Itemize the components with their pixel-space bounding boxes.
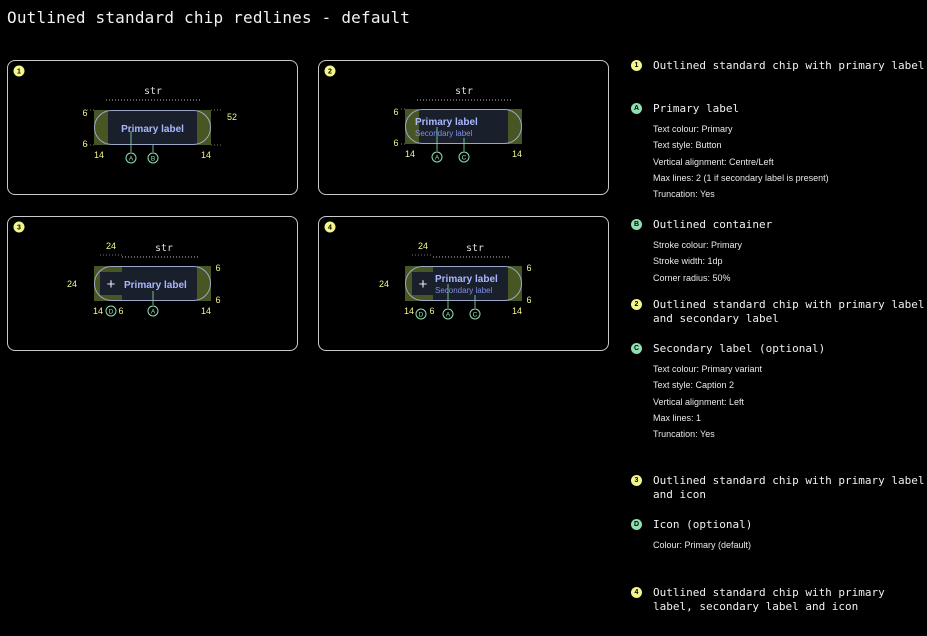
legend-spec-line: Max lines: 1 xyxy=(653,412,702,423)
panel-3: 3 24 str + Primary label 24 6 6 14 6 14 … xyxy=(7,216,298,351)
panel-4: 4 24 str + Primary label Secondary label… xyxy=(318,216,609,351)
margin-bottom: 6 xyxy=(526,295,531,305)
margin-left: 14 xyxy=(93,306,103,316)
legend-spec-line: Text colour: Primary xyxy=(653,124,733,134)
chip-redline-3: 3 24 str + Primary label 24 6 6 14 6 14 … xyxy=(13,221,221,317)
badge-1-dot xyxy=(13,65,25,77)
legend-heading: Primary label xyxy=(653,102,740,115)
legend-spec-line: Corner radius: 50% xyxy=(653,272,731,283)
chip-secondary-label: Secondary label xyxy=(415,129,473,138)
margin-top: 6 xyxy=(393,107,398,117)
callout-a: A xyxy=(435,155,440,162)
legend-spec-line: Max lines: 2 (1 if secondary label is pr… xyxy=(653,172,829,183)
margin-right: 14 xyxy=(512,306,522,316)
icon-size: 24 xyxy=(418,241,428,251)
icon-size: 24 xyxy=(106,241,116,251)
margin-top: 6 xyxy=(82,108,87,118)
legend-badge: C xyxy=(631,343,642,354)
str-label: str xyxy=(144,86,162,97)
plus-icon: + xyxy=(419,276,428,293)
margin-gap: 6 xyxy=(118,306,123,316)
margin-bottom: 6 xyxy=(215,295,220,305)
str-label: str xyxy=(155,243,173,254)
panel-1: 1 str Primary label 6 6 52 14 14 A B xyxy=(7,60,298,195)
legend-spec-line: Vertical alignment: Centre/Left xyxy=(653,156,774,167)
chip-primary-label: Primary label xyxy=(124,280,187,291)
margin-gap: 6 xyxy=(429,306,434,316)
chip-height: 52 xyxy=(227,112,237,122)
margin-top: 6 xyxy=(215,263,220,273)
page-title: Outlined standard chip redlines - defaul… xyxy=(7,8,411,27)
chip-container xyxy=(94,266,211,301)
legend-heading: Outlined standard chip with primary labe… xyxy=(653,474,925,487)
chip-primary-label: Primary label xyxy=(121,124,184,135)
legend-badge: 1 xyxy=(631,60,642,71)
callout-c: C xyxy=(462,155,467,162)
icon-left: 24 xyxy=(67,279,77,289)
legend-badge: 2 xyxy=(631,299,642,310)
legend-heading: Outlined standard chip with primary labe… xyxy=(653,59,925,72)
badge-3: 3 xyxy=(17,225,21,232)
legend-heading: Secondary label (optional) xyxy=(653,342,826,355)
legend-badge: A xyxy=(631,103,642,114)
chip-secondary-label: Secondary label xyxy=(435,286,493,295)
margin-right: 14 xyxy=(512,149,522,159)
badge-4: 4 xyxy=(328,225,332,232)
legend-heading: Icon (optional) xyxy=(653,518,753,531)
callout-d: D xyxy=(109,309,114,316)
icon-left: 24 xyxy=(379,279,389,289)
str-label: str xyxy=(466,243,484,254)
legend-spec-line: Truncation: Yes xyxy=(653,189,715,200)
chip-container xyxy=(405,109,522,144)
legend-badge: D xyxy=(631,519,642,530)
callout-d: D xyxy=(419,312,424,319)
legend-heading: and secondary label xyxy=(653,312,779,325)
legend-spec-line: Stroke width: 1dp xyxy=(653,256,723,267)
legend-spec-line: Text style: Button xyxy=(653,140,722,151)
legend-badge: B xyxy=(631,219,642,230)
legend-heading: and icon xyxy=(653,488,706,501)
panel-2: 2 str Primary label Secondary label 6 6 … xyxy=(318,60,609,195)
margin-left: 14 xyxy=(94,150,104,160)
chip-container xyxy=(94,110,211,145)
chip-primary-label: Primary label xyxy=(435,274,498,285)
callout-a: A xyxy=(151,309,156,316)
margin-top: 6 xyxy=(526,263,531,273)
callout-b: B xyxy=(151,156,155,163)
margin-right: 14 xyxy=(201,306,211,316)
callout-a: A xyxy=(129,156,134,163)
legend-heading: Outlined standard chip with primary labe… xyxy=(653,298,925,311)
margin-right: 14 xyxy=(201,150,211,160)
margin-bottom: 6 xyxy=(393,138,398,148)
chip-redline-4: 4 24 str + Primary label Secondary label… xyxy=(324,221,532,320)
chip-redline-2: 2 str Primary label Secondary label 6 6 … xyxy=(324,65,522,163)
legend-spec-line: Stroke colour: Primary xyxy=(653,240,743,250)
chip-redline-1: 1 str Primary label 6 6 52 14 14 A B xyxy=(13,65,237,164)
legend-heading: Outlined container xyxy=(653,218,773,231)
legend-badge: 3 xyxy=(631,475,642,486)
legend-heading: Outlined standard chip with primary xyxy=(653,586,885,599)
margin-left: 14 xyxy=(404,306,414,316)
badge-1: 1 xyxy=(17,69,21,76)
str-label: str xyxy=(455,86,473,97)
chip-primary-label: Primary label xyxy=(415,117,478,128)
callout-a: A xyxy=(446,312,451,319)
legend-spec-line: Text colour: Primary variant xyxy=(653,364,763,374)
plus-icon: + xyxy=(107,276,116,293)
legend-badge: 4 xyxy=(631,587,642,598)
callout-c: C xyxy=(473,312,478,319)
margin-left: 14 xyxy=(405,149,415,159)
legend-spec-line: Text style: Caption 2 xyxy=(653,380,735,391)
chip-container xyxy=(405,266,522,301)
legend-heading: label, secondary label and icon xyxy=(653,600,859,613)
margin-bottom: 6 xyxy=(82,139,87,149)
legend-spec-line: Vertical alignment: Left xyxy=(653,396,745,407)
legend-spec-line: Truncation: Yes xyxy=(653,429,715,440)
legend-spec-line: Colour: Primary (default) xyxy=(653,540,752,550)
badge-2: 2 xyxy=(328,69,332,76)
